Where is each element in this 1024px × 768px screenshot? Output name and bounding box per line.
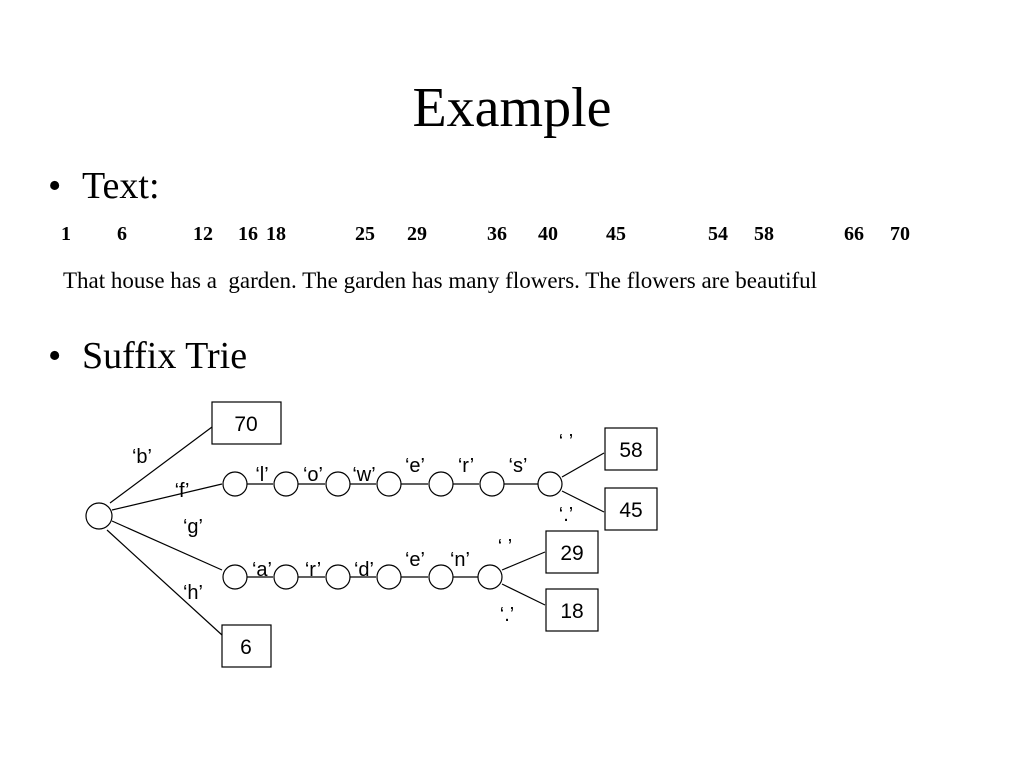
edge-labels: ‘b’ ‘f’ ‘g’ ‘h’ ‘l’ ‘o’ ‘w’ ‘e’ ‘r’ ‘s’ … <box>132 431 573 626</box>
position-number: 54 <box>708 223 728 245</box>
edge-label: ‘ ’ <box>498 536 512 558</box>
leaf-box-18 <box>545 588 599 632</box>
leaf-box-58 <box>604 427 658 471</box>
edge-f-dot <box>561 490 605 513</box>
trie-edges <box>106 426 605 636</box>
bullet-dot: • <box>48 165 62 207</box>
position-number: 29 <box>407 223 427 245</box>
position-number: 6 <box>117 223 127 245</box>
edge-label: ‘e’ <box>405 549 425 571</box>
leaf-value-29: 29 <box>560 542 583 565</box>
edge-g <box>111 520 223 571</box>
edge-label: ‘s’ <box>509 455 528 477</box>
leaf-value-18: 18 <box>560 600 583 623</box>
leaf-box-29 <box>545 530 599 574</box>
edge-b <box>109 426 213 504</box>
position-number: 58 <box>754 223 774 245</box>
position-number: 36 <box>487 223 507 245</box>
trie-node <box>428 564 454 590</box>
trie-node <box>479 471 505 497</box>
leaf-value-6: 6 <box>240 636 252 659</box>
position-number: 25 <box>355 223 375 245</box>
trie-node <box>428 471 454 497</box>
trie-node <box>273 471 299 497</box>
edge-label-b: ‘b’ <box>132 446 152 468</box>
edge-label: ‘a’ <box>252 559 272 581</box>
edge-label-h: ‘h’ <box>183 582 203 604</box>
edge-label: ‘w’ <box>352 464 375 486</box>
bullet-text-label: Text: <box>82 165 160 207</box>
trie-node <box>222 564 248 590</box>
position-number: 70 <box>890 223 910 245</box>
edge-h <box>106 529 223 636</box>
edge-label: ‘e’ <box>405 455 425 477</box>
leaf-value-70: 70 <box>234 413 257 436</box>
position-number: 45 <box>606 223 626 245</box>
edge-label: ‘d’ <box>354 559 374 581</box>
position-number: 66 <box>844 223 864 245</box>
trie-node <box>376 471 402 497</box>
edge-label: ‘ ’ <box>559 431 573 453</box>
leaf-value-58: 58 <box>619 439 642 462</box>
position-number: 18 <box>266 223 286 245</box>
edge-f <box>111 483 223 511</box>
trie-node <box>222 471 248 497</box>
edge-g-space <box>501 551 546 571</box>
edge-label: ‘.’ <box>559 504 573 526</box>
edge-label: ‘o’ <box>303 464 323 486</box>
trie-node <box>477 564 503 590</box>
leaf-values: 70 6 58 45 29 18 <box>234 413 642 659</box>
trie-node <box>273 564 299 590</box>
root-node <box>85 502 113 530</box>
leaf-box-45 <box>604 487 658 531</box>
edge-label: ‘.’ <box>500 604 514 626</box>
bullet-suffix-trie: • Suffix Trie <box>48 334 247 378</box>
bullet-dot: • <box>48 335 62 377</box>
edge-label: ‘l’ <box>255 464 268 486</box>
leaf-box-70 <box>211 401 282 445</box>
position-number: 16 <box>238 223 258 245</box>
trie-node <box>376 564 402 590</box>
edge-label-f: ‘f’ <box>175 480 190 502</box>
trie-node <box>325 471 351 497</box>
trie-nodes <box>85 471 563 590</box>
position-number: 1 <box>61 223 71 245</box>
example-sentence: That house has a garden. The garden has … <box>63 268 818 293</box>
edge-g-dot <box>501 583 546 606</box>
edge-label-g: ‘g’ <box>183 516 203 538</box>
edge-label: ‘r’ <box>458 455 474 477</box>
position-number: 12 <box>193 223 213 245</box>
leaf-boxes <box>211 401 658 668</box>
slide-title: Example <box>412 77 612 139</box>
bullet-text: • Text: <box>48 164 160 208</box>
leaf-value-45: 45 <box>619 499 642 522</box>
trie-node <box>537 471 563 497</box>
position-number: 40 <box>538 223 558 245</box>
edge-f-space <box>561 452 605 478</box>
bullet-suffix-trie-label: Suffix Trie <box>82 335 248 377</box>
trie-node <box>325 564 351 590</box>
edge-label: ‘n’ <box>450 549 470 571</box>
edge-label: ‘r’ <box>305 559 321 581</box>
leaf-box-6 <box>221 624 272 668</box>
